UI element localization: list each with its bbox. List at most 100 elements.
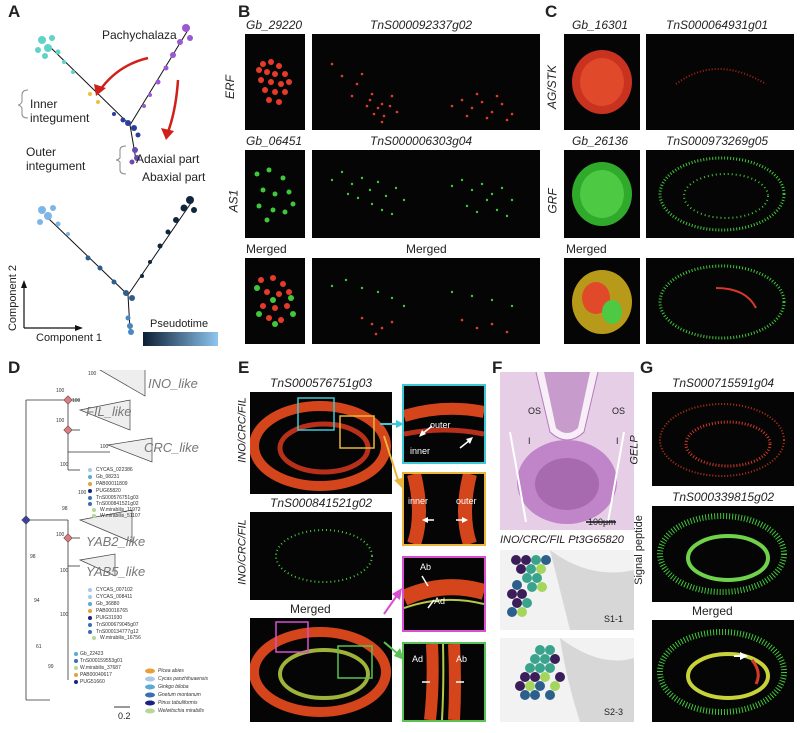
spot-image-c3 [564, 150, 640, 238]
leaf-label: W.mirabilis_51107 [100, 513, 141, 519]
row-label-gelp: GELP [628, 435, 641, 465]
gene-title-tn841521: TnS000841521g02 [270, 496, 373, 510]
zoom-yellow [402, 472, 486, 546]
spot-image-b1 [245, 34, 305, 130]
leaf-label: CYCAS_008411 [96, 594, 133, 600]
spot-image-e2 [250, 512, 392, 600]
spot-image-b3 [245, 150, 305, 238]
legend-gnetum: Gnetum montanum [158, 692, 201, 698]
bootstrap-value: 100 [60, 462, 69, 468]
trajectory-arrow-2 [166, 79, 180, 133]
mid-cluster [112, 112, 141, 138]
clade-yab2-like: YAB2_like [86, 534, 146, 549]
hex-image-s1 [500, 550, 634, 630]
leaf-label: PUG51660 [80, 679, 105, 685]
gene-title-tn576751: TnS000576751g03 [270, 376, 373, 390]
legend-welwitschia: Welwitschia mirabilis [158, 708, 205, 714]
spot-image-c5 [564, 258, 640, 344]
label-pachychalaza: Pachychalaza [102, 28, 177, 42]
panel-label-e: E [238, 358, 250, 377]
panel-f-title: INO/CRC/FIL Pt3G65820 [500, 534, 624, 546]
merged-label-e: Merged [290, 602, 331, 616]
zoom-connectors [380, 420, 404, 660]
label-abaxial: Abaxial part [142, 170, 206, 184]
spot-image-b6 [312, 258, 540, 344]
bootstrap-value: 100 [60, 568, 69, 574]
bootstrap-value: 98 [30, 554, 36, 560]
axis-label-component1: Component 1 [36, 332, 103, 344]
leaf-label: W.mirabilis_37687 [80, 665, 121, 671]
clade-ino-like: INO_like [148, 376, 198, 391]
row-label-e1: INO/CRC/FIL [236, 397, 249, 463]
legend-picea: Picea abies [158, 668, 184, 674]
row-label-signal-peptide: Signal peptide [632, 515, 645, 585]
zoom-magenta [402, 556, 486, 632]
gene-title-gb26136: Gb_26136 [572, 134, 629, 148]
bootstrap-value: 100 [60, 612, 69, 618]
spot-image-b5 [245, 258, 305, 344]
bootstrap-value: 61 [36, 644, 42, 650]
leaf-markers [74, 468, 96, 684]
trajectory-upper [47, 29, 189, 161]
zoom-label-outer-2: outer [456, 496, 477, 506]
zoom-label-outer: outer [430, 420, 451, 430]
leaf-label: TnS000134777g12 [96, 629, 139, 635]
spot-image-g3 [652, 620, 794, 722]
bootstrap-value: 94 [34, 598, 40, 604]
tree-scale-label: 0.2 [118, 711, 131, 721]
pseudotime-colorbar [143, 332, 218, 346]
outer-cluster [129, 147, 140, 165]
bootstrap-value: 100 [56, 388, 65, 394]
bootstrap-value: 100 [88, 371, 97, 377]
label-os-right: OS [612, 406, 626, 416]
panel-label-g: G [640, 358, 654, 377]
leaf-label: Gb_22423 [80, 651, 104, 657]
panel-label-f: F [492, 358, 503, 377]
spot-image-b4 [312, 150, 540, 238]
row-label-as1: AS1 [226, 189, 241, 213]
hex-image-s2 [500, 638, 634, 722]
gene-title-gb06451: Gb_06451 [246, 134, 303, 148]
hex-label-s2: S2-3 [604, 707, 624, 717]
bootstrap-value: 100 [56, 418, 65, 424]
label-os-left: OS [528, 406, 542, 416]
spot-image-c6 [646, 258, 794, 344]
legend-pinus: Pinus tabuliformis [158, 700, 198, 706]
leaf-label: TnS000159553g01 [80, 658, 123, 664]
spot-image-c2 [646, 34, 794, 130]
merged-label-b2: Merged [406, 242, 447, 256]
spot-image-g2 [652, 506, 794, 602]
panel-label-c: C [545, 2, 558, 21]
gene-title-tn973269: TnS000973269g05 [666, 134, 769, 148]
clade-triangles [78, 370, 153, 577]
bootstrap-value: 99 [48, 664, 54, 670]
gene-title-tn006303: TnS000006303g04 [370, 134, 473, 148]
leaf-label: TnS000576751g03 [96, 495, 139, 501]
zoom-label-ab: Ab [420, 562, 432, 572]
phylogenetic-tree [21, 370, 153, 708]
leaf-label: W.mirabilis_11972 [100, 507, 141, 513]
hex-label-s1: S1-1 [604, 614, 624, 624]
row-label-grf: GRF [545, 188, 560, 214]
merged-label-g: Merged [692, 604, 733, 618]
merged-label-b1: Merged [246, 242, 287, 256]
spot-image-c4 [646, 150, 794, 238]
leaf-label: Gb_08231 [96, 474, 120, 480]
gene-title-tn092337: TnS000092337g02 [370, 18, 473, 32]
spot-image-g1 [652, 392, 794, 486]
row-label-e2: INO/CRC/FIL [236, 519, 249, 585]
label-outer-integument: Outer integument [26, 145, 86, 173]
he-stain-image [500, 372, 634, 530]
spot-image-b2 [312, 34, 540, 130]
leaf-label: PAB00016765 [96, 608, 128, 614]
leaf-label: PUG65820 [96, 488, 121, 494]
lower-points-dark [140, 196, 197, 278]
leaf-label: PUIG31930 [96, 615, 123, 621]
bootstrap-value: 100 [56, 532, 65, 538]
he-scale-bar-label: 100μm [588, 517, 616, 527]
node-markers [21, 395, 73, 543]
label-inner-integument: Inner integument [30, 97, 90, 125]
gene-title-gb29220: Gb_29220 [246, 18, 303, 32]
clade-yab5-like: YAB5_like [86, 564, 146, 579]
leaf-label: TnS000679045g07 [96, 622, 139, 628]
